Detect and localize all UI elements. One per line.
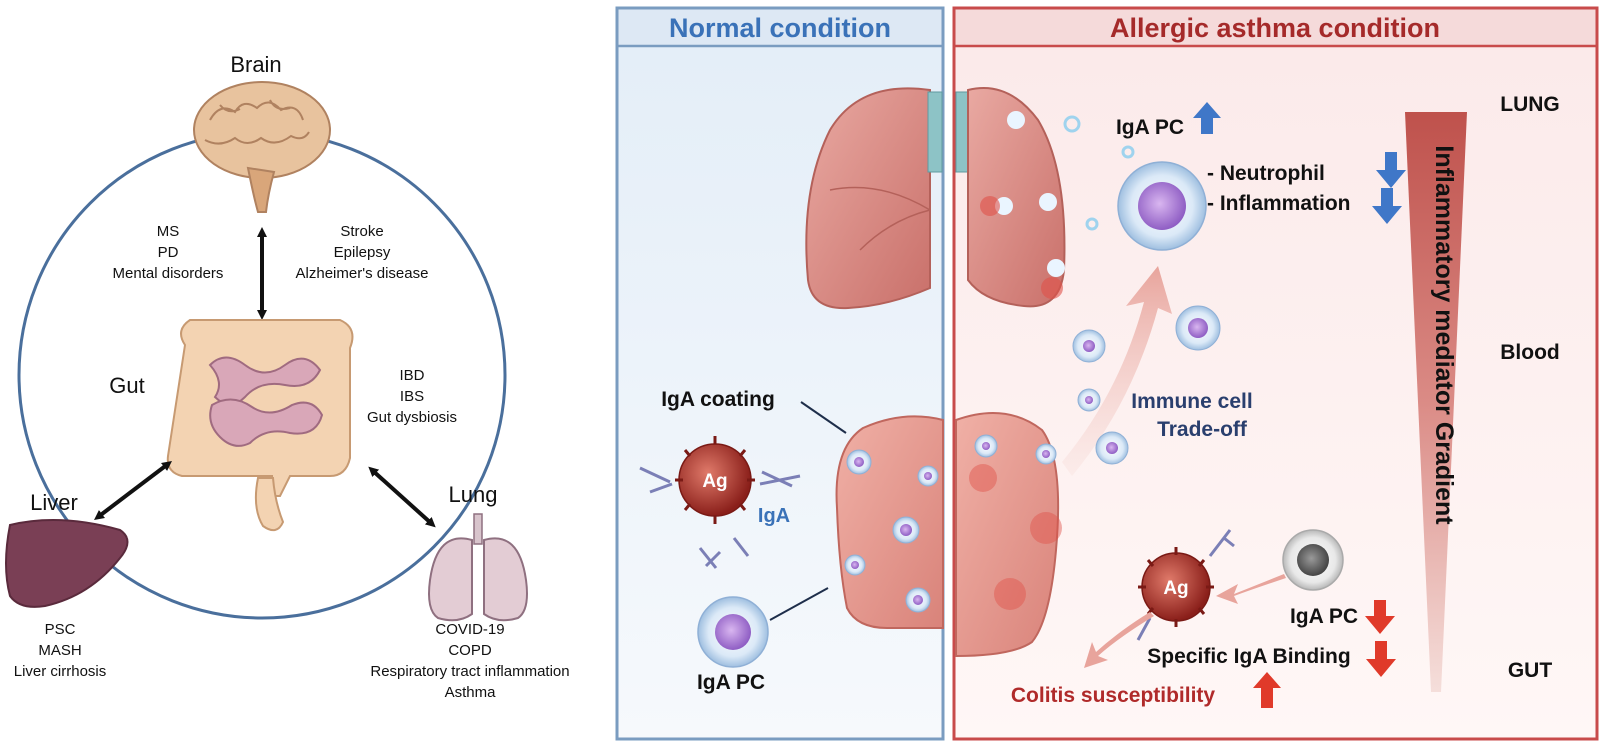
neutrophil-down-arrow: [1376, 152, 1406, 188]
normal-lung-illustration: [805, 87, 943, 310]
migrating-immune-cells: [1072, 305, 1221, 465]
gut-level-label: GUT: [1508, 659, 1553, 682]
iga-coating-label: IgA coating: [661, 388, 775, 411]
ag-to-colitis-arrow: [1084, 612, 1154, 668]
brain-right-disease-1: Stroke: [340, 223, 383, 240]
colitis-up-arrow: [1253, 672, 1281, 708]
blood-level-label: Blood: [1500, 341, 1559, 364]
iga-coating-pointer: [800, 401, 847, 434]
normal-panel-title-bar: [617, 8, 943, 46]
gut-label: Gut: [109, 373, 144, 398]
asthma-panel-title-bar: [954, 8, 1597, 46]
trade-off-label-line2: Trade-off: [1157, 418, 1248, 441]
liver-disease-2: MASH: [38, 642, 81, 659]
iga-pc-normal-cell: [697, 596, 769, 668]
brain-label: Brain: [230, 52, 281, 77]
lung-disease-4: Asthma: [445, 684, 497, 701]
normal-gut-illustration: [835, 415, 944, 629]
gut-organ-axis-panel: Brain MS PD Mental disorders Stroke Epil…: [5, 52, 570, 701]
iga-pc-lung-cell: [1117, 161, 1207, 251]
brain-left-disease-3: Mental disorders: [113, 265, 224, 282]
normal-panel-border: [615, 6, 945, 741]
specific-binding-down-arrow: [1366, 641, 1396, 677]
lung-illustration: [428, 513, 528, 622]
normal-panel-title: Normal condition: [669, 13, 891, 43]
brain-right-disease-3: Alzheimer's disease: [296, 265, 429, 282]
brain-illustration: [193, 81, 331, 213]
lung-label: Lung: [449, 482, 498, 507]
liver-illustration: [5, 519, 129, 608]
liver-label: Liver: [30, 490, 78, 515]
asthma-gut-illustration: [955, 411, 1062, 658]
gradient-title: Inflammatory mediator Gradient: [1430, 145, 1458, 525]
ag-label-normal: Ag: [702, 471, 727, 492]
liver-disease-1: PSC: [45, 621, 76, 638]
iga-pc-down-arrow: [1365, 600, 1395, 634]
inflammation-label: - Inflammation: [1207, 192, 1351, 215]
inflammation-down-arrow: [1372, 188, 1402, 224]
liver-disease-3: Liver cirrhosis: [14, 663, 107, 680]
asthma-panel-border: [952, 6, 1599, 741]
iga-pc-normal-label: IgA PC: [697, 671, 765, 694]
lung-disease-1: COVID-19: [435, 621, 504, 638]
immune-trade-off-arrow: [1062, 266, 1172, 476]
specific-iga-binding-label: Specific IgA Binding: [1147, 645, 1350, 668]
trade-off-label-line1: Immune cell: [1131, 390, 1252, 413]
neutrophil-label: - Neutrophil: [1207, 162, 1325, 185]
brain-right-disease-2: Epilepsy: [334, 244, 391, 261]
antigen-asthma: [1136, 529, 1235, 641]
asthma-lung-illustration: [955, 87, 1135, 308]
gut-lung-arrow: [368, 466, 436, 528]
iga-pc-up-arrow: [1193, 102, 1221, 134]
iga-pc-down-label: IgA PC: [1290, 605, 1358, 628]
normal-condition-panel: Normal condition IgA coating: [615, 6, 945, 741]
gut-disease-2: IBS: [400, 388, 424, 405]
gut-disease-1: IBD: [399, 367, 424, 384]
colitis-label: Colitis susceptibility: [1011, 684, 1216, 707]
ag-label-asthma: Ag: [1163, 578, 1188, 599]
gut-illustration: [166, 319, 354, 532]
allergic-asthma-panel: Allergic asthma condition: [952, 6, 1599, 741]
grey-cell-to-ag-arrow: [1216, 574, 1286, 604]
grey-iga-pc-cell: [1282, 529, 1344, 591]
iga-pc-up-label: IgA PC: [1116, 116, 1184, 139]
iga-label: IgA: [758, 505, 790, 527]
antigen-iga-complex: [639, 436, 801, 569]
lung-disease-2: COPD: [448, 642, 492, 659]
inflammatory-gradient-bar: [1405, 112, 1467, 692]
lung-disease-3: Respiratory tract inflammation: [370, 663, 569, 680]
brain-left-disease-2: PD: [158, 244, 179, 261]
brain-left-disease-1: MS: [157, 223, 180, 240]
gut-disease-3: Gut dysbiosis: [367, 409, 457, 426]
asthma-panel-title: Allergic asthma condition: [1110, 13, 1440, 43]
iga-pc-pointer: [769, 587, 829, 621]
gut-liver-arrow: [94, 460, 172, 521]
lung-level-label: LUNG: [1500, 93, 1560, 116]
asthma-panel-background: [954, 46, 1597, 739]
